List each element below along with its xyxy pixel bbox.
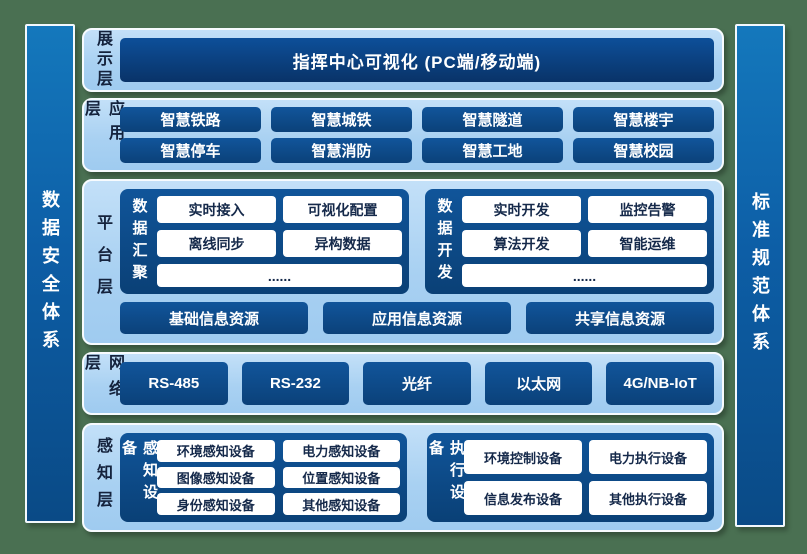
data-security-sidebar: 数据安全体系 [25,24,75,523]
device-box: 电力执行设备 [589,440,707,474]
data-aggregation-grid: 实时接入 可视化配置 离线同步 异构数据 ...... [157,196,402,287]
sensing-devices-grid: 环境感知设备 电力感知设备 图像感知设备 位置感知设备 身份感知设备 其他感知设… [157,440,400,515]
device-box: 位置感知设备 [282,466,400,489]
data-security-sidebar-label: 数据安全体系 [40,189,60,358]
platform-layer-body: 数据汇聚 实时接入 可视化配置 离线同步 异构数据 ...... 数据开发 [120,181,722,343]
execution-devices-grid: 环境控制设备 电力执行设备 信息发布设备 其他执行设备 [464,440,707,515]
layer-label-platform: 平台层 [94,214,111,310]
device-box: 身份感知设备 [157,493,275,515]
network-layer-body: RS-485 RS-232 光纤 以太网 4G/NB-IoT [120,354,722,413]
execution-devices-label: 执行设备 [427,440,465,506]
resource-row: 基础信息资源 应用信息资源 共享信息资源 [120,302,714,334]
standards-sidebar-label: 标准规范体系 [750,191,770,360]
platform-item: 离线同步 [157,230,276,257]
layer-panel-platform: 平台层 数据汇聚 实时接入 可视化配置 离线同步 异构数据 ...... [82,179,724,345]
platform-item: 智能运维 [588,230,707,257]
platform-item: 实时开发 [462,196,581,223]
device-box: 环境感知设备 [157,440,275,462]
sensing-devices-group: 感知设备 环境感知设备 电力感知设备 图像感知设备 位置感知设备 身份感知设备 … [120,433,407,522]
data-aggregation-label: 数据汇聚 [130,197,148,286]
layer-panel-application: 应用层 智慧铁路 智慧城铁 智慧隧道 智慧楼宇 智慧停车 智慧消防 智慧工地 智… [82,98,724,172]
app-box: 智慧校园 [573,138,714,163]
data-development-label: 数据开发 [435,197,453,286]
layer-label-application: 应用层 [82,100,123,148]
platform-item-more: ...... [157,264,402,287]
layer-label-presentation: 展示层 [94,30,111,90]
app-box: 智慧停车 [120,138,261,163]
platform-item: 可视化配置 [283,196,402,223]
standards-sidebar: 标准规范体系 [735,24,785,527]
presentation-layer-body: 指挥中心可视化 (PC端/移动端) [120,30,722,90]
data-development-group: 数据开发 实时开发 监控告警 算法开发 智能运维 ...... [425,189,714,294]
network-box: RS-485 [120,362,228,405]
layer-panel-network: 网络层 RS-485 RS-232 光纤 以太网 4G/NB-IoT [82,352,724,415]
platform-item: 算法开发 [462,230,581,257]
network-box: RS-232 [241,362,350,405]
layer-panel-perception: 感知层 感知设备 环境感知设备 电力感知设备 图像感知设备 位置感知设备 身份感… [82,423,724,532]
layer-panel-presentation: 展示层 指挥中心可视化 (PC端/移动端) [82,28,724,92]
resource-box: 应用信息资源 [323,302,511,334]
layer-label-perception: 感知层 [94,437,111,518]
data-development-grid: 实时开发 监控告警 算法开发 智能运维 ...... [462,196,707,287]
network-box: 光纤 [363,362,471,405]
device-box: 图像感知设备 [157,466,275,489]
network-box: 以太网 [484,362,593,405]
platform-groups-row: 数据汇聚 实时接入 可视化配置 离线同步 异构数据 ...... 数据开发 [120,189,714,294]
platform-item: 监控告警 [588,196,707,223]
app-box: 智慧城铁 [271,107,412,132]
device-box: 信息发布设备 [464,481,582,515]
app-box: 智慧消防 [271,138,412,163]
command-center-box: 指挥中心可视化 (PC端/移动端) [120,38,714,82]
platform-item: 异构数据 [283,230,402,257]
resource-box: 基础信息资源 [120,302,308,334]
sensing-devices-label: 感知设备 [120,440,158,506]
app-box: 智慧隧道 [422,107,563,132]
platform-item: 实时接入 [157,196,276,223]
network-box: 4G/NB-IoT [606,362,714,405]
device-box: 其他执行设备 [589,481,707,515]
app-box: 智慧铁路 [120,107,261,132]
device-box: 其他感知设备 [282,493,400,515]
device-box: 环境控制设备 [464,440,582,474]
data-aggregation-group: 数据汇聚 实时接入 可视化配置 离线同步 异构数据 ...... [120,189,409,294]
app-box: 智慧工地 [422,138,563,163]
perception-layer-body: 感知设备 环境感知设备 电力感知设备 图像感知设备 位置感知设备 身份感知设备 … [120,425,722,530]
device-box: 电力感知设备 [282,440,400,462]
platform-item-more: ...... [462,264,707,287]
application-layer-body: 智慧铁路 智慧城铁 智慧隧道 智慧楼宇 智慧停车 智慧消防 智慧工地 智慧校园 [120,100,722,170]
resource-box: 共享信息资源 [526,302,714,334]
layer-label-network: 网络层 [82,354,123,406]
execution-devices-group: 执行设备 环境控制设备 电力执行设备 信息发布设备 其他执行设备 [427,433,714,522]
app-box: 智慧楼宇 [573,107,714,132]
